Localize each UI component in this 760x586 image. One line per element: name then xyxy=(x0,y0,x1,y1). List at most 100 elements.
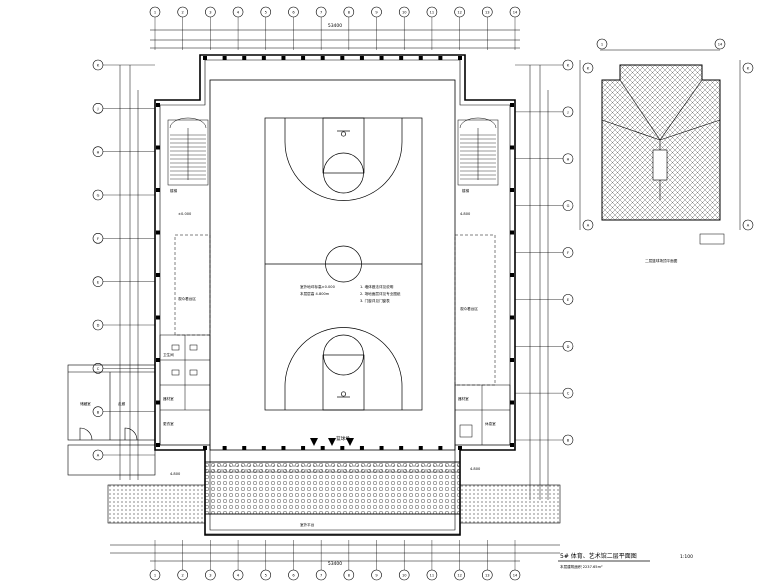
right-stair xyxy=(457,117,499,186)
column xyxy=(203,446,207,450)
column xyxy=(510,103,514,107)
right-room-1: 器材室 xyxy=(458,396,469,401)
left-stair xyxy=(167,117,209,186)
grid-bubble-left: A xyxy=(92,449,104,461)
inset-grid-bubble: A xyxy=(742,219,754,231)
column xyxy=(222,446,227,450)
svg-text:E: E xyxy=(97,280,100,284)
column xyxy=(301,56,306,60)
grid-bubble-top: 6 xyxy=(288,6,299,18)
inset-grid-bubble: K xyxy=(742,62,754,74)
grid-bubble-right: H xyxy=(562,153,574,165)
grid-bubble-top: 7 xyxy=(315,6,327,18)
svg-text:K: K xyxy=(747,67,750,71)
column xyxy=(242,56,247,60)
svg-text:13: 13 xyxy=(485,574,490,578)
grid-bubble-top: 3 xyxy=(205,6,216,18)
svg-text:K: K xyxy=(587,67,590,71)
column xyxy=(359,56,364,60)
column xyxy=(281,56,286,60)
grid-bubble-bottom: 12 xyxy=(454,569,465,581)
svg-text:K: K xyxy=(567,64,570,68)
grid-bubble-bottom: 3 xyxy=(205,569,216,581)
svg-text:E: E xyxy=(567,298,570,302)
svg-text:14: 14 xyxy=(718,43,723,47)
left-dimension-lines xyxy=(119,65,139,480)
svg-text:6: 6 xyxy=(292,11,295,15)
svg-text:11: 11 xyxy=(430,574,435,578)
svg-text:9: 9 xyxy=(375,574,378,578)
grid-bubble-right: J xyxy=(562,106,574,118)
grid-bubble-bottom: 8 xyxy=(343,569,355,581)
column xyxy=(301,446,306,450)
grid-bubble-left: B xyxy=(92,406,104,417)
drawing-subtitle: 本层建筑面积 2237.65m² xyxy=(560,564,603,569)
grid-bubble-left: K xyxy=(92,59,104,71)
svg-text:1: 1 xyxy=(154,574,156,578)
svg-text:G: G xyxy=(567,204,570,208)
grid-bubble-right: B xyxy=(562,434,574,446)
svg-text:K: K xyxy=(97,64,100,68)
column xyxy=(359,446,364,450)
grid-bubble-bottom: 14 xyxy=(509,569,521,581)
svg-text:A: A xyxy=(587,224,590,228)
svg-text:H: H xyxy=(97,150,100,154)
overall-dimension-top: 53400 xyxy=(328,23,342,29)
svg-text:14: 14 xyxy=(513,11,518,15)
column xyxy=(156,443,160,447)
drawing-scale: 1:100 xyxy=(680,554,693,560)
right-service-rooms xyxy=(454,384,511,446)
svg-text:F: F xyxy=(97,237,99,241)
grid-bubble-top: 14 xyxy=(509,6,521,18)
grid-bubble-top: 4 xyxy=(232,6,244,18)
column xyxy=(399,56,404,60)
column xyxy=(379,446,384,450)
left-annex xyxy=(67,364,156,476)
structural-columns xyxy=(156,56,514,450)
grid-bubble-bottom: 9 xyxy=(371,569,382,581)
column xyxy=(242,446,247,450)
grid-bubble-left: G xyxy=(92,189,104,201)
right-stair-label: 楼梯 xyxy=(462,188,470,193)
level-tags: ±0.000 4.800 4.800 4.800 xyxy=(170,212,481,476)
note-line-1: 室外地坪标高±0.000 xyxy=(300,284,336,289)
annex-corridor-label: 走廊 xyxy=(118,401,126,406)
inset-grid-bubble: 14 xyxy=(714,38,726,50)
grid-bubble-bottom: 1 xyxy=(149,569,161,581)
svg-text:1: 1 xyxy=(154,11,156,15)
grid-bubble-right: K xyxy=(562,59,574,71)
right-dimension-lines xyxy=(529,65,549,500)
svg-text:H: H xyxy=(567,157,570,161)
column xyxy=(340,446,345,450)
svg-text:D: D xyxy=(567,345,570,349)
left-service-rooms xyxy=(159,334,211,446)
svg-text:J: J xyxy=(566,110,568,114)
grid-bubble-top: 11 xyxy=(426,6,438,18)
grid-bubble-left: H xyxy=(92,146,104,157)
column xyxy=(156,145,160,150)
svg-text:C: C xyxy=(97,367,100,371)
column xyxy=(156,273,160,277)
grid-bubble-bottom: 11 xyxy=(426,569,438,581)
column xyxy=(510,188,514,192)
column xyxy=(320,56,325,60)
grid-bubble-bottom: 7 xyxy=(315,569,327,581)
bottom-dimension-lines xyxy=(110,544,560,562)
column xyxy=(510,358,514,362)
column xyxy=(510,145,514,150)
column xyxy=(340,56,345,60)
svg-text:7: 7 xyxy=(320,574,322,578)
svg-text:A: A xyxy=(97,454,100,458)
svg-text:10: 10 xyxy=(402,11,407,15)
top-dimension-lines xyxy=(150,29,520,49)
drawing-title: 5# 体育、艺术馆二层平面图 xyxy=(560,552,637,560)
grid-bubble-bottom: 6 xyxy=(288,569,299,581)
column xyxy=(222,56,227,60)
svg-text:7: 7 xyxy=(320,11,322,15)
svg-text:14: 14 xyxy=(513,574,518,578)
entrance-arrows xyxy=(310,438,354,446)
note-line-5: 3. 门窗详见门窗表 xyxy=(360,298,390,303)
column xyxy=(320,446,325,450)
